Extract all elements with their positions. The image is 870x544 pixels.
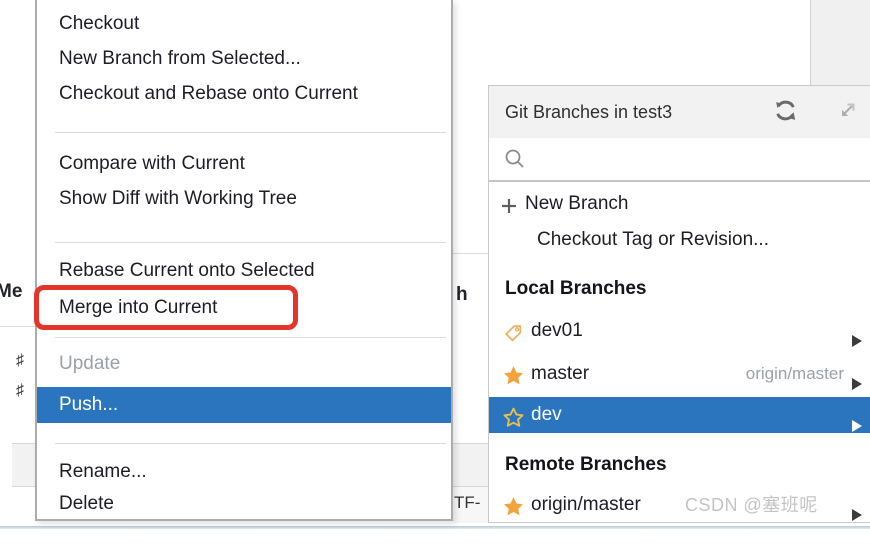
csdn-watermark: CSDN @塞班呢 bbox=[685, 495, 818, 515]
action-label: New Branch bbox=[525, 193, 629, 214]
bg-divider-right bbox=[453, 253, 488, 254]
menu-item-delete[interactable]: Delete bbox=[59, 493, 114, 514]
bg-statusbar-cell: TF- bbox=[453, 487, 488, 523]
menu-item-new-branch-from-selected[interactable]: New Branch from Selected... bbox=[59, 48, 301, 69]
menu-separator bbox=[55, 337, 446, 338]
collapse-icon[interactable] bbox=[837, 101, 857, 126]
refresh-icon[interactable] bbox=[772, 97, 799, 129]
submenu-arrow-icon bbox=[852, 499, 862, 521]
popup-title: Git Branches in test3 bbox=[505, 102, 673, 122]
branch-search-input[interactable] bbox=[489, 138, 870, 182]
menu-separator bbox=[55, 242, 446, 243]
plus-icon bbox=[499, 194, 519, 214]
branch-name: master bbox=[531, 363, 590, 384]
menu-item-push[interactable]: Push... bbox=[37, 387, 451, 423]
action-checkout-tag[interactable]: Checkout Tag or Revision... bbox=[489, 223, 870, 257]
menu-item-checkout[interactable]: Checkout bbox=[59, 13, 140, 34]
menu-item-rename[interactable]: Rename... bbox=[59, 461, 147, 482]
section-remote-branches: Remote Branches bbox=[505, 454, 667, 475]
popup-header: Git Branches in test3 bbox=[489, 86, 870, 139]
tracking-branch-label: origin/master bbox=[745, 364, 844, 383]
bg-band-left bbox=[12, 443, 35, 487]
bg-editor-edge bbox=[810, 0, 870, 85]
menu-item-rebase-current[interactable]: Rebase Current onto Selected bbox=[59, 260, 315, 281]
menu-item-checkout-and-rebase[interactable]: Checkout and Rebase onto Current bbox=[59, 83, 358, 104]
bg-sharp-glyph-1: ♯ bbox=[16, 352, 24, 369]
bottom-divider bbox=[0, 526, 870, 529]
star-filled-icon bbox=[503, 495, 523, 516]
branch-name: dev bbox=[531, 404, 562, 425]
bg-text-tf: TF- bbox=[454, 493, 481, 512]
bg-divider-left bbox=[0, 326, 35, 327]
submenu-arrow-icon bbox=[852, 368, 862, 390]
bg-sharp-glyph-2: ♯ bbox=[16, 382, 24, 399]
branch-row-master[interactable]: master origin/master bbox=[489, 357, 870, 391]
submenu-arrow-icon bbox=[852, 409, 862, 432]
branch-name: dev01 bbox=[531, 320, 583, 341]
bg-text-me: Me bbox=[0, 281, 23, 302]
submenu-arrow-icon bbox=[852, 325, 862, 347]
branch-row-dev01[interactable]: dev01 bbox=[489, 314, 870, 348]
search-icon bbox=[503, 147, 527, 176]
star-outline-icon bbox=[503, 405, 524, 427]
menu-separator bbox=[55, 443, 446, 444]
bg-band-right bbox=[453, 443, 488, 487]
bg-text-h: h bbox=[456, 284, 468, 305]
section-local-branches: Local Branches bbox=[505, 278, 647, 299]
star-filled-icon bbox=[503, 364, 523, 385]
branch-name: origin/master bbox=[531, 494, 641, 515]
menu-separator bbox=[55, 132, 446, 133]
menu-item-update: Update bbox=[59, 353, 121, 374]
tag-icon bbox=[503, 321, 523, 342]
action-label: Checkout Tag or Revision... bbox=[537, 229, 769, 250]
action-new-branch[interactable]: New Branch bbox=[489, 187, 870, 221]
menu-item-show-diff[interactable]: Show Diff with Working Tree bbox=[59, 188, 297, 209]
menu-item-merge-into-current[interactable]: Merge into Current bbox=[59, 297, 218, 318]
branch-row-origin-master[interactable]: origin/master CSDN @塞班呢 bbox=[489, 488, 870, 522]
bg-clipped-heading-left: Me bbox=[0, 281, 35, 305]
menu-item-compare-with-current[interactable]: Compare with Current bbox=[59, 153, 245, 174]
branch-row-dev-selected[interactable]: dev bbox=[489, 397, 870, 433]
git-branches-popup: Git Branches in test3 bbox=[488, 85, 870, 523]
branch-context-menu: Checkout New Branch from Selected... Che… bbox=[35, 0, 453, 521]
